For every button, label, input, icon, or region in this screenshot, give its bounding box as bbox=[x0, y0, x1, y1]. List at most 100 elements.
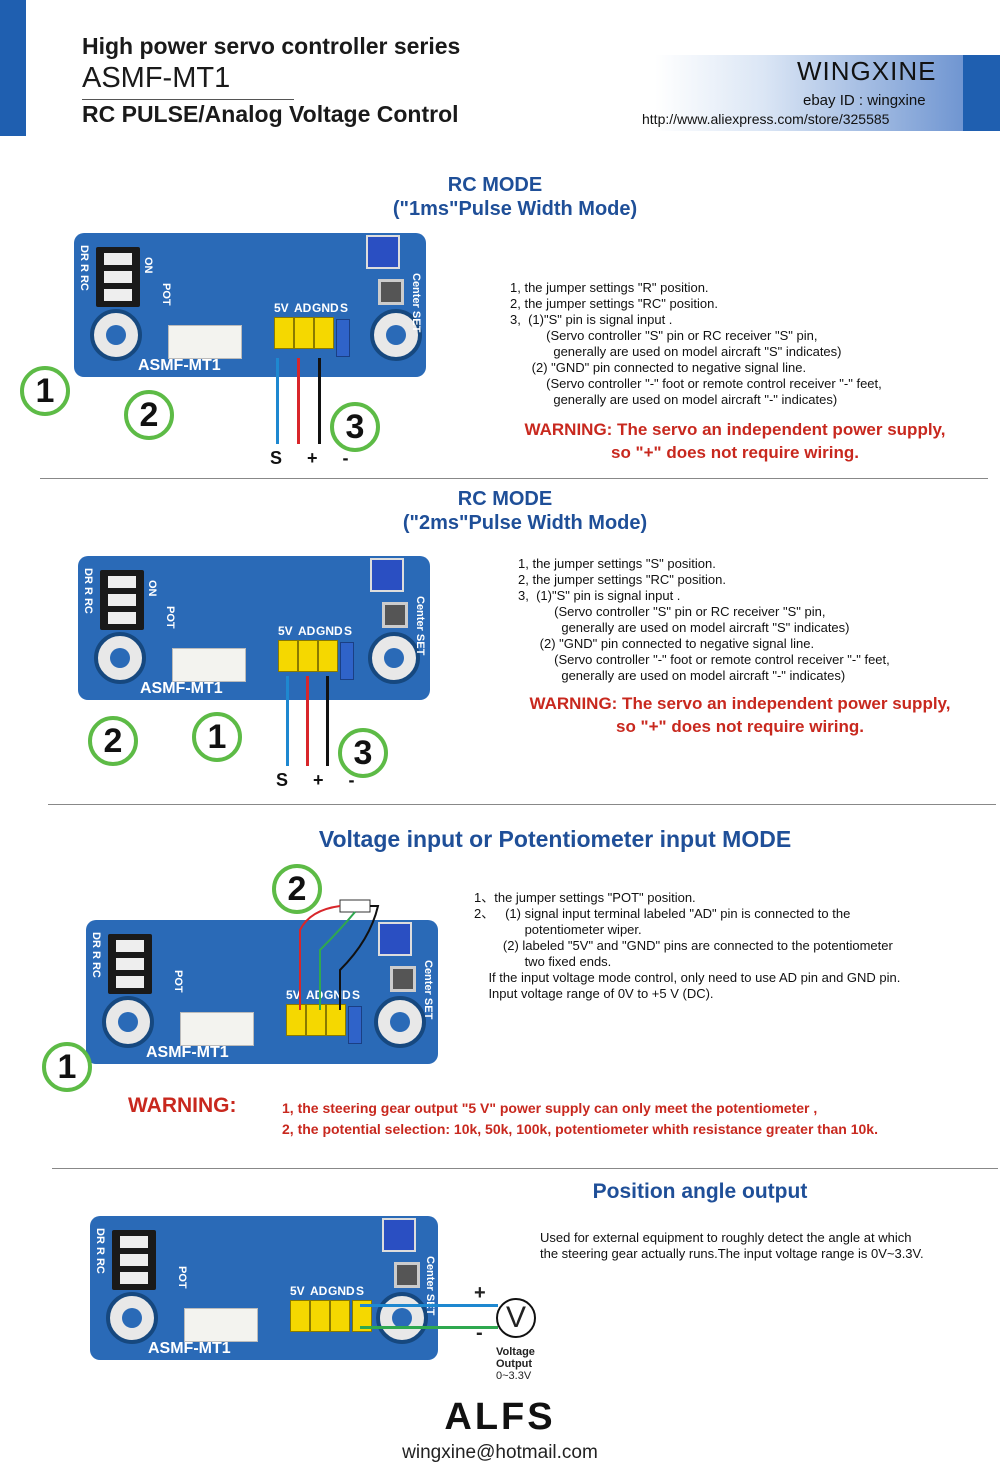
trim-potentiometer bbox=[366, 235, 400, 269]
jumper-1 bbox=[290, 1300, 310, 1332]
dip-labels: DR R RC bbox=[78, 245, 90, 291]
pot-label: POT bbox=[164, 606, 176, 629]
board-connector bbox=[172, 648, 246, 682]
jumper-2 bbox=[310, 1300, 330, 1332]
mounting-hole-right bbox=[370, 309, 422, 361]
brand-store-url[interactable]: http://www.aliexpress.com/store/325585 bbox=[642, 111, 890, 127]
center-set-button bbox=[390, 966, 416, 992]
callout-1: 1 bbox=[192, 712, 242, 762]
center-set-button bbox=[378, 279, 404, 305]
output-minus-label: - bbox=[476, 1322, 483, 1344]
potentiometer-icon bbox=[339, 899, 371, 913]
jumper-2 bbox=[306, 1004, 326, 1036]
center-set-button bbox=[394, 1262, 420, 1288]
callout-3: 3 bbox=[338, 728, 388, 778]
mounting-hole-left bbox=[106, 1292, 158, 1344]
section3-instructions: 1、the jumper settings "POT" position.2、 … bbox=[474, 890, 901, 1001]
callout-3: 3 bbox=[330, 402, 380, 452]
pot-label: POT bbox=[176, 1266, 188, 1289]
pin-5v-label: 5V bbox=[290, 1284, 305, 1298]
trim-potentiometer bbox=[382, 1218, 416, 1252]
mounting-hole-left bbox=[90, 309, 142, 361]
pin-ad-label: AD bbox=[310, 1284, 328, 1298]
board-connector bbox=[180, 1012, 254, 1046]
section4-title: Position angle output bbox=[592, 1180, 808, 1203]
pot-label: POT bbox=[160, 283, 172, 306]
dip-switch bbox=[100, 570, 144, 630]
header-model: ASMF-MT1 bbox=[82, 62, 231, 94]
power-wire bbox=[297, 358, 300, 444]
signal-wire bbox=[286, 676, 289, 766]
section1-warning: WARNING: The servo an independent power … bbox=[524, 420, 946, 462]
pin-s-label: S bbox=[352, 988, 361, 1002]
dip-labels: DR R RC bbox=[90, 932, 102, 978]
callout-2: 2 bbox=[272, 864, 322, 914]
voltmeter-icon: V bbox=[496, 1298, 536, 1338]
board-name-label: ASMF-MT1 bbox=[138, 357, 221, 374]
jumper-1 bbox=[278, 640, 298, 672]
board-name-label: ASMF-MT1 bbox=[146, 1044, 229, 1061]
jumper-3 bbox=[330, 1300, 350, 1332]
output-ground-wire bbox=[360, 1326, 498, 1329]
output-plus-label: + bbox=[474, 1282, 486, 1304]
pin-gnd-label: GND bbox=[328, 1284, 355, 1298]
footer-logo: ALFS bbox=[444, 1396, 556, 1438]
on-label: ON bbox=[142, 257, 154, 274]
5v-wire bbox=[299, 905, 341, 1010]
center-set-label: Center SET bbox=[424, 1256, 436, 1316]
signal-jumper bbox=[348, 1006, 362, 1044]
section2-warning: WARNING: The servo an independent power … bbox=[529, 694, 951, 736]
section2-subtitle: ("2ms"Pulse Width Mode) bbox=[402, 512, 648, 534]
trim-potentiometer bbox=[378, 922, 412, 956]
section2-instructions: 1, the jumper settings "S" position.2, t… bbox=[518, 556, 890, 683]
board-connector bbox=[168, 325, 242, 359]
center-set-label: Center SET bbox=[410, 273, 422, 333]
pin-5v-label: 5V bbox=[278, 624, 293, 638]
center-set-button bbox=[382, 602, 408, 628]
controller-board-3: DR R RC POT ASMF-MT1 5V AD GND S Center … bbox=[86, 920, 438, 1064]
section1-subtitle: ("1ms"Pulse Width Mode) bbox=[392, 198, 638, 220]
center-set-label: Center SET bbox=[414, 596, 426, 656]
center-set-label: Center SET bbox=[422, 960, 434, 1020]
output-signal-wire bbox=[360, 1304, 498, 1307]
callout-2: 2 bbox=[124, 390, 174, 440]
signal-jumper bbox=[340, 642, 354, 680]
trim-potentiometer bbox=[370, 558, 404, 592]
pin-5v-label: 5V bbox=[274, 301, 289, 315]
footer-email[interactable]: wingxine@hotmail.com bbox=[402, 1442, 598, 1463]
dip-labels: DR R RC bbox=[94, 1228, 106, 1274]
pot-label: POT bbox=[172, 970, 184, 993]
controller-board-2: DR R RC ON POT ASMF-MT1 5V AD GND S Cent… bbox=[78, 556, 430, 700]
dip-switch bbox=[108, 934, 152, 994]
mounting-hole-left bbox=[102, 996, 154, 1048]
callout-1: 1 bbox=[20, 366, 70, 416]
pin-5v-label: 5V bbox=[286, 988, 301, 1002]
header-series-title: High power servo controller series bbox=[82, 33, 461, 59]
signal-wire bbox=[276, 358, 279, 444]
brand-ebay-id: ebay ID : wingxine bbox=[803, 92, 926, 109]
pin-s-label: S bbox=[340, 301, 349, 315]
divider-1 bbox=[40, 478, 988, 479]
jumper-3 bbox=[314, 317, 334, 349]
jumper-2 bbox=[294, 317, 314, 349]
pin-gnd-label: GND bbox=[324, 988, 351, 1002]
section2-title: RC MODE bbox=[457, 488, 553, 510]
controller-board-4: DR R RC POT ASMF-MT1 5V AD GND S Center … bbox=[90, 1216, 438, 1360]
mounting-hole-right bbox=[376, 1292, 428, 1344]
divider-2 bbox=[48, 804, 996, 805]
signal-jumper bbox=[336, 319, 350, 357]
ground-wire bbox=[326, 676, 329, 766]
section4-description: Used for external equipment to roughly d… bbox=[540, 1230, 924, 1261]
header-mode-title: RC PULSE/Analog Voltage Control bbox=[82, 101, 459, 127]
section1-title: RC MODE bbox=[447, 174, 543, 196]
brand-name: WINGXINE bbox=[797, 56, 937, 86]
jumper-1 bbox=[286, 1004, 306, 1036]
dip-switch bbox=[112, 1230, 156, 1290]
dip-labels: DR R RC bbox=[82, 568, 94, 614]
jumper-3 bbox=[326, 1004, 346, 1036]
section1-instructions: 1, the jumper settings "R" position.2, t… bbox=[510, 280, 882, 407]
pin-s-label: S bbox=[356, 1284, 365, 1298]
pin-ad-label: AD bbox=[298, 624, 316, 638]
potentiometer-wiring bbox=[299, 899, 380, 1010]
section3-warning: 1, the steering gear output "5 V" power … bbox=[282, 1100, 878, 1137]
